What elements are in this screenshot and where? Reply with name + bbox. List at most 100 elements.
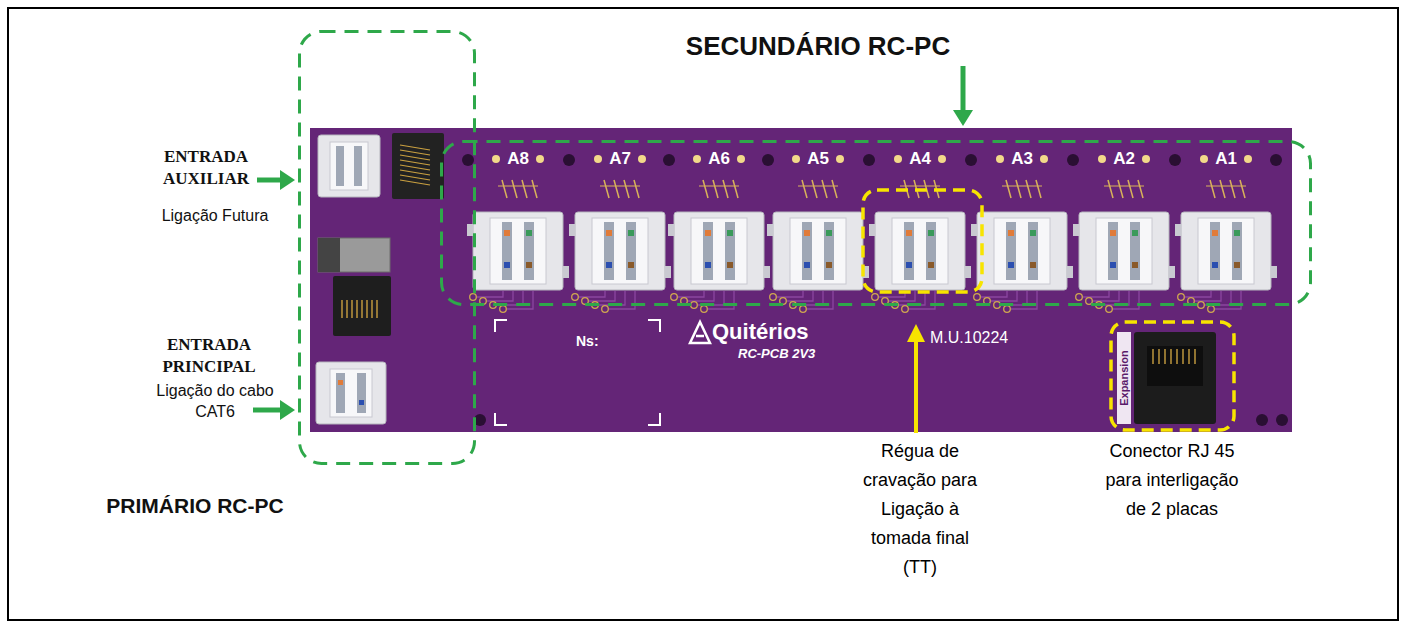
pcb-via (800, 306, 807, 313)
mounting-hole (1270, 154, 1282, 166)
mounting-hole (563, 154, 575, 166)
pcb-via (974, 294, 981, 301)
pcb-trace (783, 291, 813, 301)
idc-connector (875, 212, 965, 290)
jack-pin (400, 150, 430, 155)
jack-pin (1194, 349, 1195, 364)
mounting-hole (1067, 154, 1079, 166)
pcb-trace (1181, 291, 1211, 297)
connector-body (691, 218, 747, 284)
connector-tab (1271, 266, 1277, 278)
serial-field: Ns: (576, 332, 616, 350)
label-dot (1098, 155, 1106, 163)
label-dot (1142, 155, 1150, 163)
callout-text: Conector RJ 45 para interligação de 2 pl… (1097, 437, 1247, 524)
component-pad (1206, 186, 1246, 187)
pcb-via (1004, 306, 1011, 313)
pcb-via (872, 294, 879, 301)
wire-mark (504, 230, 510, 236)
label-dot (996, 155, 1004, 163)
pcb-via (572, 294, 579, 301)
wire-mark (928, 262, 934, 268)
connector-blade (626, 222, 636, 280)
connector-tab (767, 224, 773, 236)
connector-tab (467, 224, 473, 236)
component-pad (600, 186, 640, 187)
jack-pin (400, 180, 430, 185)
highlight-box (863, 190, 982, 292)
jack-slot (1147, 346, 1203, 386)
component-pad (634, 180, 639, 198)
callout-arrow (253, 408, 282, 413)
region-outline (298, 30, 476, 465)
pcb-trace (493, 291, 523, 305)
label-dot (1040, 155, 1048, 163)
mounting-hole (965, 154, 977, 166)
pcb-trace (1109, 291, 1139, 309)
arrow-head (953, 110, 973, 126)
connector-blade (336, 373, 345, 413)
mounting-hole (663, 154, 675, 166)
label-dot (1200, 155, 1208, 163)
jack-pin (346, 300, 347, 318)
board-model: RC-PCB 2V3 (738, 346, 848, 362)
idc-connector (318, 135, 380, 197)
callout-arrow (961, 66, 966, 112)
connector-body (790, 218, 846, 284)
component-pad (1220, 180, 1225, 198)
marking-bracket (648, 320, 660, 332)
component-pad (1026, 180, 1031, 198)
silkscreen-tag (1117, 332, 1131, 424)
wire-mark (705, 262, 711, 268)
component-pad (723, 180, 728, 198)
wire-mark (727, 230, 733, 236)
idc-connector (473, 212, 563, 290)
pcb-via (701, 306, 708, 313)
label-dot (693, 155, 701, 163)
connector-tab (1169, 266, 1175, 278)
connector-body (490, 218, 546, 284)
mounting-hole (863, 154, 875, 166)
idc-connector (316, 362, 386, 424)
jack-pin (1188, 349, 1189, 364)
mounting-hole (1256, 414, 1268, 426)
wire-mark (928, 230, 934, 236)
component-pad (512, 180, 517, 198)
component-pad (699, 186, 739, 187)
connector-blade (802, 222, 812, 280)
callout-text: Régua de cravação para Ligação à tomada … (856, 437, 984, 582)
wire-mark (826, 230, 832, 236)
jack-pin (400, 160, 430, 165)
component-pad (733, 180, 738, 198)
label-dot (792, 155, 800, 163)
connector-blade (502, 222, 512, 280)
pcb-via (1106, 306, 1113, 313)
wire-mark (1132, 262, 1138, 268)
wire-mark (504, 262, 510, 268)
arrow-head (907, 324, 925, 342)
connector-blade (926, 222, 936, 280)
connector-blade (1028, 222, 1038, 280)
component-pad (502, 180, 507, 198)
wire-mark (804, 230, 810, 236)
pcb-via (691, 302, 698, 309)
marking-bracket (495, 413, 507, 425)
pcb-trace (503, 291, 533, 309)
label-dot (638, 155, 646, 163)
port-label: A4 (900, 149, 940, 169)
rj45-jack (333, 276, 391, 336)
pcb-via (1208, 306, 1215, 313)
wire-mark (1030, 262, 1036, 268)
connector-blade (1006, 222, 1016, 280)
component-pad (532, 180, 537, 198)
component-pad (1036, 180, 1041, 198)
mounting-hole (762, 154, 774, 166)
pcb-trace (483, 291, 513, 301)
label-dot (894, 155, 902, 163)
marking-bracket (648, 413, 660, 425)
jack-pin (356, 300, 357, 318)
wire-mark (727, 262, 733, 268)
connector-body (592, 218, 648, 284)
wire-mark (359, 400, 364, 405)
wire-mark (606, 230, 612, 236)
